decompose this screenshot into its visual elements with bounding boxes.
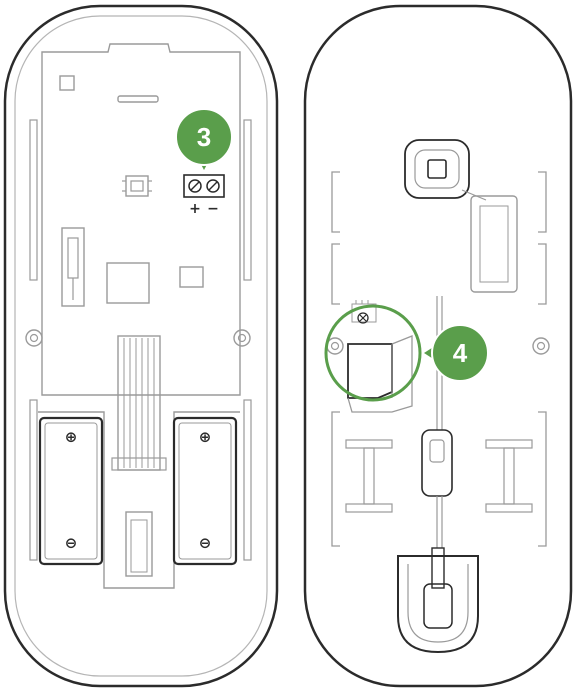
battery-left-plus-icon: ⊕ bbox=[65, 428, 78, 446]
terminal-plus-label: + bbox=[189, 201, 201, 217]
battery-right-plus-icon: ⊕ bbox=[199, 428, 212, 446]
device-back-view: 4 bbox=[305, 6, 571, 686]
left-device-shell bbox=[5, 6, 277, 686]
terminal-block bbox=[184, 175, 224, 197]
battery-right-minus-icon: ⊖ bbox=[199, 534, 212, 552]
battery-left-minus-icon: ⊖ bbox=[65, 534, 78, 552]
device-interior-view: + − bbox=[5, 6, 277, 686]
terminal-minus-label: − bbox=[207, 201, 219, 217]
callout-3-number: 3 bbox=[197, 122, 211, 152]
callout-4-number: 4 bbox=[453, 338, 468, 368]
